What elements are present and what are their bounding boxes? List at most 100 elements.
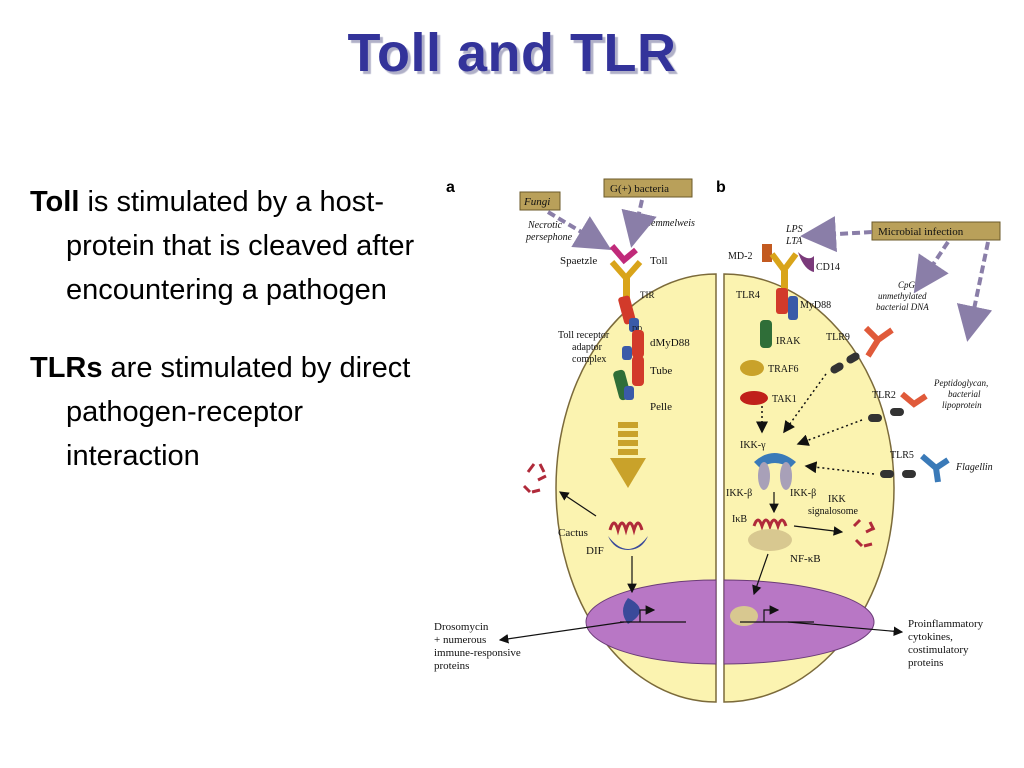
tlr4-stalk [781, 270, 788, 290]
adaptor-label-2: adaptor [572, 342, 603, 353]
bullet-toll: Toll is stimulated by a host-protein tha… [30, 180, 425, 312]
nfkb-protein [748, 529, 792, 551]
output-a-line-1: Drosomycin [434, 621, 489, 633]
ikk-signalosome-label-2: signalosome [808, 506, 859, 517]
degraded-cactus-fragments [522, 463, 547, 494]
persephone-label: persephone [525, 232, 573, 243]
output-a-line-4: proteins [434, 660, 469, 672]
ikb-protein [752, 518, 788, 531]
cactus-label: Cactus [558, 527, 588, 539]
degraded-ikb-fragments [852, 518, 876, 548]
nfkb-label: NF-κB [790, 553, 821, 565]
tlr9-receptor [863, 325, 894, 358]
tlr5-receptor [920, 453, 950, 483]
panel-b-label: b [716, 179, 726, 196]
output-b-line-1: Proinflammatory [908, 618, 984, 630]
traf6-label: TRAF6 [768, 364, 799, 375]
toll-label: Toll [650, 255, 668, 267]
pathway-diagram: a Fungi G(+) bacteria Necrotic persephon… [434, 178, 1001, 703]
peptidoglycan-label-1: Peptidoglycan, [933, 378, 988, 388]
tlr5-label: TLR5 [890, 450, 914, 461]
dmyd88-label: dMyD88 [650, 337, 690, 349]
panel-a-label: a [446, 179, 455, 196]
flagellin-label: Flagellin [955, 462, 993, 473]
bullet-toll-term: Toll [30, 186, 80, 218]
adaptor-label-1: Toll receptor [558, 330, 610, 341]
traf6-protein [740, 360, 764, 376]
ikk-beta-2-label: IKK-β [790, 488, 816, 499]
tlr9-to-ikk-arrow [783, 373, 827, 434]
cactus-protein [608, 521, 644, 536]
bullet-list: Toll is stimulated by a host-protein tha… [30, 180, 425, 512]
dd-domain-3 [624, 386, 634, 400]
dd-label-1: DD [632, 325, 642, 333]
ikk-beta-1-label: IKK-β [726, 488, 752, 499]
nfkb-to-nucleus-arrow [752, 553, 769, 596]
peptidoglycan-label-2: bacterial [948, 389, 981, 399]
microbial-infection-label: Microbial infection [878, 226, 964, 238]
pelle-label: Pelle [650, 401, 672, 413]
irak-label: IRAK [776, 336, 801, 347]
gbact-box [603, 178, 693, 198]
fungi-box [519, 191, 561, 211]
cactus-degradation-arrow [559, 491, 597, 517]
peptidoglycan-label-3: lipoprotein [942, 400, 982, 410]
adaptor-label-3: complex [572, 354, 606, 365]
tak1-protein [740, 391, 768, 405]
tlr2-to-ikk-arrow [796, 419, 863, 446]
cd14-protein [798, 252, 814, 272]
tube-protein [632, 356, 644, 386]
slide-title: Toll and TLR [347, 23, 677, 83]
microbial-infection-box [871, 221, 1001, 241]
fungi-label: Fungi [523, 196, 550, 208]
dd-domain-2 [622, 346, 632, 360]
semmelweis-label: Semmelweis [646, 218, 695, 229]
cpg-label-3: bacterial DNA [876, 302, 929, 312]
signal-cascade-arrow [610, 422, 646, 488]
tlr5-to-ikk-arrow [804, 461, 875, 475]
output-b-line-2: cytokines, [908, 631, 953, 643]
tlr5-signal-chain [880, 470, 916, 478]
bullet-tlrs: TLRs are stimulated by direct pathogen-r… [30, 346, 425, 478]
dif-label: DIF [586, 545, 604, 557]
lps-label: LPS [785, 224, 803, 235]
tlr2-signal-chain [868, 408, 904, 422]
output-a-line-2: + numerous [434, 634, 486, 646]
md2-label: MD-2 [728, 251, 752, 262]
myd88-label: MyD88 [800, 300, 831, 311]
output-b-line-3: costimulatory [908, 644, 969, 656]
gbact-label: G(+) bacteria [610, 183, 669, 195]
spaetzle-ligand [609, 244, 638, 265]
tlr4-receptor-head [769, 252, 799, 275]
tube-label: Tube [650, 365, 672, 377]
ikb-label: IκB [732, 514, 747, 525]
tlr2-label: TLR2 [872, 390, 896, 401]
microbial-arrow-pep [956, 241, 993, 342]
irak-protein [760, 320, 772, 348]
microbial-arrow-lps [800, 216, 873, 253]
gene-promoter-b [763, 605, 780, 622]
cpg-label-1: CpG [898, 280, 916, 290]
ikk-beta-2-protein [780, 462, 792, 490]
cd14-label: CD14 [816, 262, 840, 273]
bullet-tlrs-text: are stimulated by direct pathogen-recept… [66, 352, 411, 472]
bullet-toll-text: is stimulated by a host-protein that is … [66, 186, 415, 306]
toll-receptor [609, 260, 643, 283]
dd-domain-1 [629, 318, 639, 332]
ikb-degradation-arrow [793, 525, 844, 536]
spaetzle-label: Spaetzle [560, 255, 597, 267]
tak1-label: TAK1 [772, 394, 797, 405]
ikk-gamma-label: IKK-γ [740, 440, 766, 451]
toll-stalk [623, 276, 630, 298]
dif-protein [608, 536, 648, 550]
output-arrow-a [498, 621, 625, 644]
tlr4-tir-domain [776, 288, 788, 314]
nfkb-in-nucleus [730, 606, 758, 626]
output-arrow-b [787, 621, 904, 637]
toll-tlr-pathway-figure: a Fungi G(+) bacteria Necrotic persephon… [428, 170, 1024, 715]
tir-label: TIR [640, 290, 655, 300]
cpg-label-2: unmethylated [878, 291, 927, 301]
output-b-line-4: proteins [908, 657, 943, 669]
dif-in-nucleus [623, 598, 640, 624]
output-a-line-3: immune-responsive [434, 647, 521, 659]
